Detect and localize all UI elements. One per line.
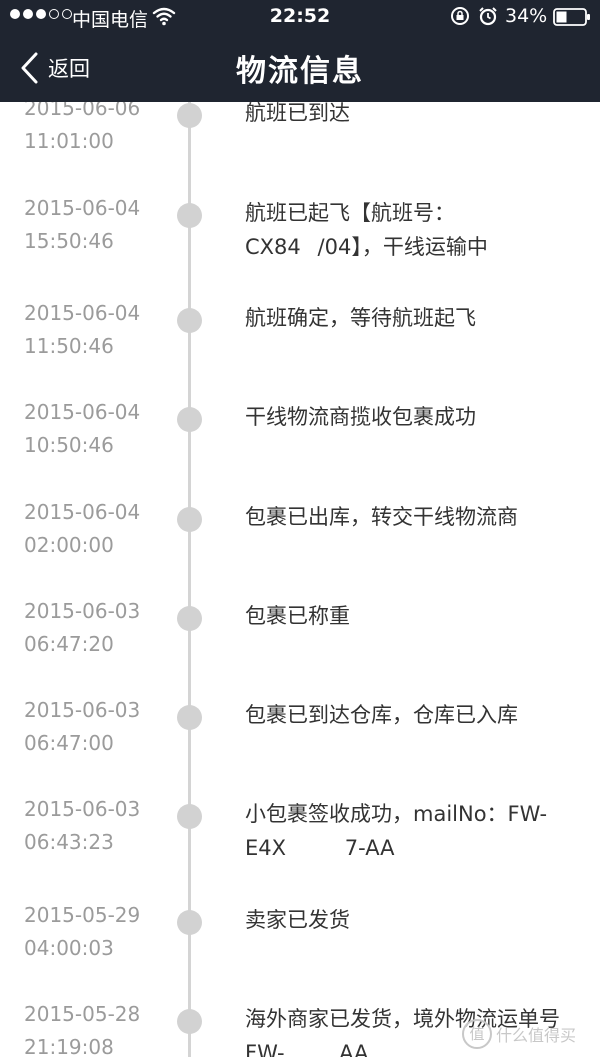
event-date: 2015-05-29	[24, 903, 141, 927]
event-time: 02:00:00	[24, 533, 114, 557]
event-date: 2015-06-04	[24, 301, 141, 325]
app-header: 中国电信 22:52 34%	[0, 0, 600, 102]
event-description: 包裹已称重	[245, 604, 350, 628]
timeline-node	[177, 203, 202, 228]
event-description: 航班确定，等待航班起飞	[245, 306, 476, 330]
event-date: 2015-06-04	[24, 500, 141, 524]
event-time: 04:00:03	[24, 936, 114, 960]
event-description: 卖家已发货	[245, 908, 350, 932]
event-description: 干线物流商揽收包裹成功	[245, 405, 476, 429]
site-watermark: 值 什么值得买	[462, 1010, 600, 1057]
event-date: 2015-06-04	[24, 196, 141, 220]
battery-percent: 34%	[505, 5, 548, 27]
signal-dot	[23, 9, 33, 19]
watermark-badge: 值	[462, 1018, 492, 1049]
event-description: 航班已起飞【航班号：CX84 /04】，干线运输中	[245, 201, 488, 259]
timeline-line	[188, 102, 191, 1057]
battery-icon	[553, 8, 591, 31]
wifi-icon	[152, 6, 176, 31]
event-date: 2015-06-06	[24, 102, 141, 120]
status-time: 22:52	[269, 5, 331, 27]
event-time: 21:19:08	[24, 1035, 114, 1057]
signal-dot	[10, 9, 20, 19]
signal-dot	[36, 9, 46, 19]
event-time: 11:50:46	[24, 334, 114, 358]
event-date: 2015-05-28	[24, 1002, 141, 1026]
timeline-node	[177, 407, 202, 432]
nav-bar: 返回 物流信息	[0, 34, 600, 102]
event-date: 2015-06-03	[24, 698, 141, 722]
page-title: 物流信息	[236, 54, 364, 89]
status-bar: 中国电信 22:52 34%	[0, 0, 600, 34]
event-description: 包裹已到达仓库，仓库已入库	[245, 703, 518, 727]
timeline-node	[177, 308, 202, 333]
event-time: 15:50:46	[24, 229, 114, 253]
signal-dot-empty	[49, 9, 59, 19]
event-time: 06:47:00	[24, 731, 114, 755]
timeline-node	[177, 606, 202, 631]
event-time: 06:43:23	[24, 830, 114, 854]
timeline-node	[177, 507, 202, 532]
signal-dot-empty	[62, 9, 72, 19]
chevron-left-icon	[21, 52, 38, 84]
logistics-timeline[interactable]: 2015-06-06 11:01:00 航班已到达 2015-06-04 15:…	[0, 102, 600, 1057]
event-time: 06:47:20	[24, 632, 114, 656]
event-date: 2015-06-03	[24, 797, 141, 821]
event-description: 海外商家已发货，境外物流运单号FW- AA	[245, 1007, 560, 1057]
back-button[interactable]: 返回	[18, 48, 90, 88]
event-time: 10:50:46	[24, 433, 114, 457]
rotation-lock-icon	[450, 6, 470, 31]
watermark-text: 什么值得买	[496, 1025, 577, 1045]
event-date: 2015-06-03	[24, 599, 141, 623]
event-description: 小包裹签收成功，mailNo：FW-E4X 7-AA	[245, 802, 548, 860]
event-description: 航班已到达	[245, 102, 350, 125]
event-description: 包裹已出库，转交干线物流商	[245, 505, 518, 529]
event-date: 2015-06-04	[24, 400, 141, 424]
carrier-name: 中国电信	[72, 9, 149, 31]
alarm-icon	[478, 6, 498, 31]
timeline-node	[177, 1009, 202, 1034]
timeline-node	[177, 705, 202, 730]
timeline-node	[177, 103, 202, 128]
signal-strength-icon	[10, 9, 72, 19]
timeline-node	[177, 910, 202, 935]
back-button-label: 返回	[48, 57, 90, 81]
timeline-node	[177, 804, 202, 829]
event-time: 11:01:00	[24, 129, 114, 153]
